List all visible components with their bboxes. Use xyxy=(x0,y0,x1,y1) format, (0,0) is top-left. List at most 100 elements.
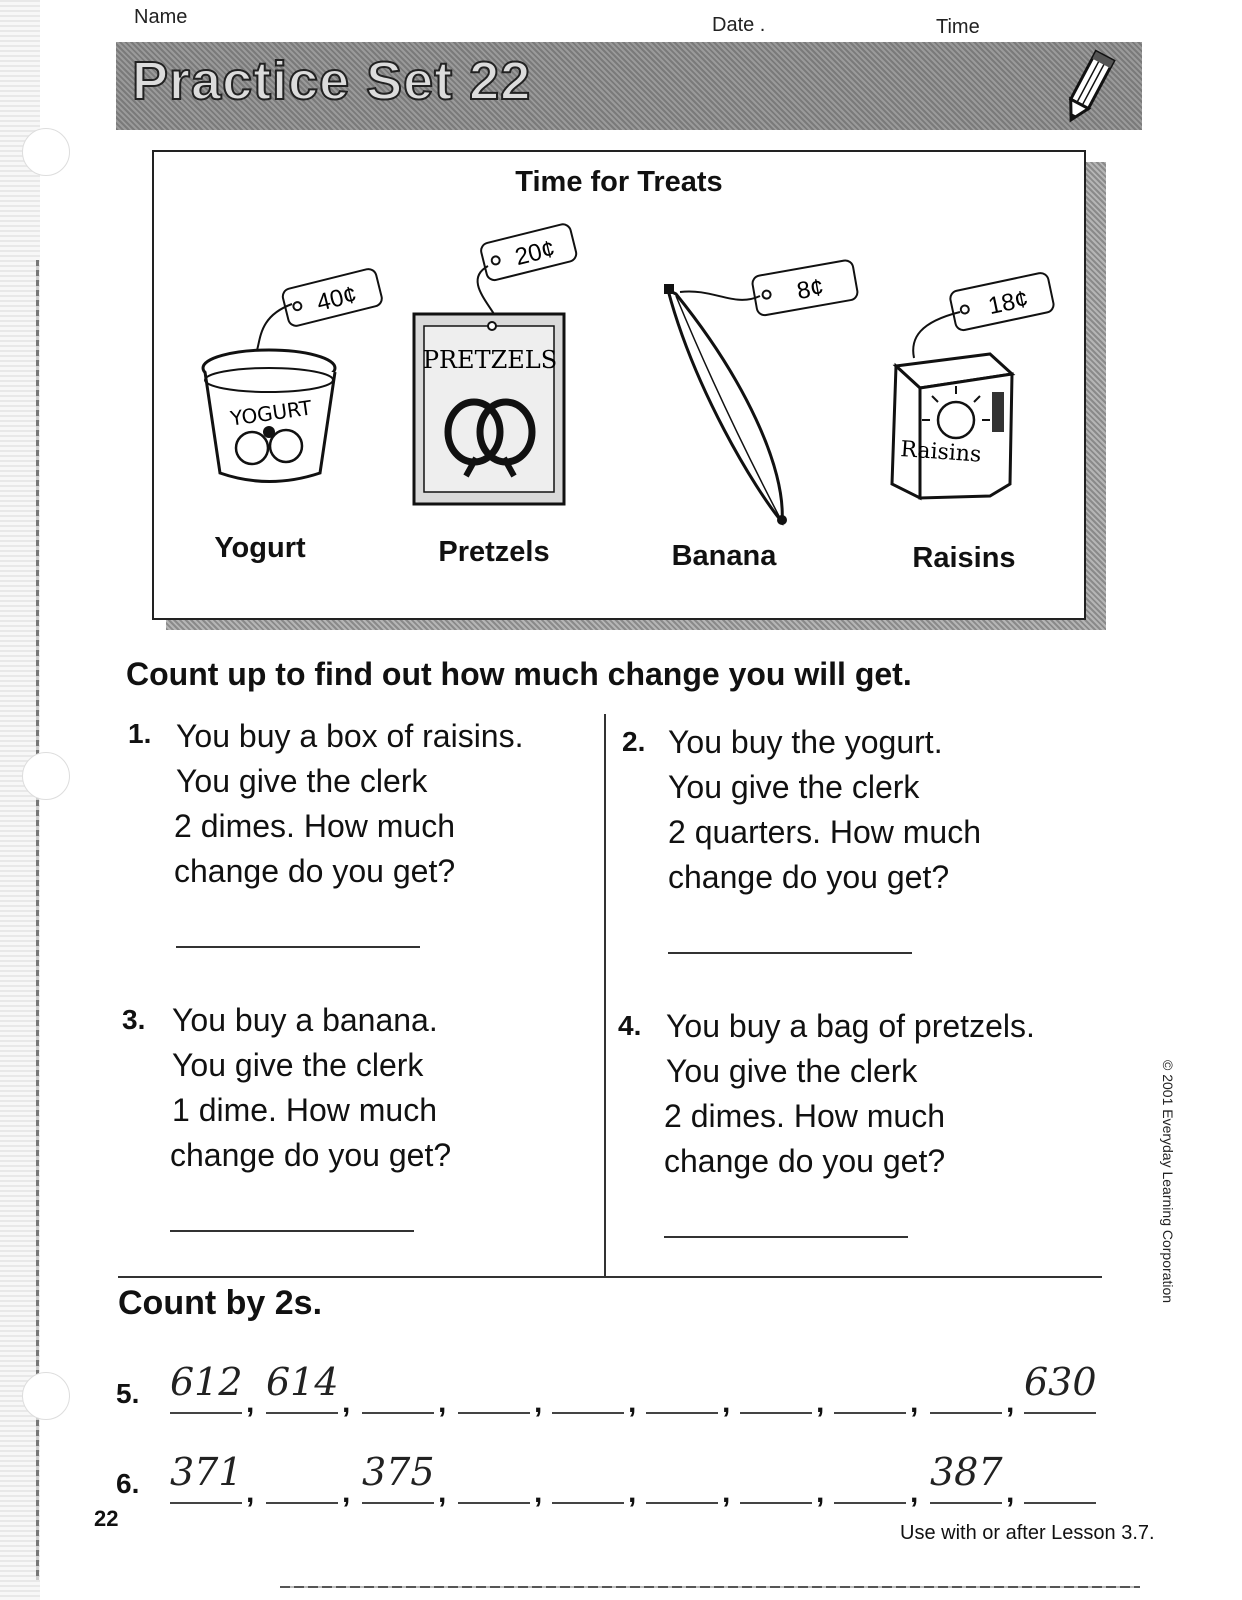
sequence-comma: , xyxy=(816,1476,825,1509)
sequence-underline xyxy=(170,1412,242,1414)
sequence-underline xyxy=(1024,1412,1096,1414)
sequence-comma: , xyxy=(438,1476,447,1509)
banana-price: 8¢ xyxy=(795,274,826,305)
treats-box: Time for Treats 40¢ YOGURT 20¢ PRETZELS xyxy=(152,150,1086,620)
question-line: You buy the yogurt. xyxy=(668,724,943,760)
sequence-comma: , xyxy=(534,1476,543,1509)
sequence-underline xyxy=(834,1502,906,1504)
sequence-comma: , xyxy=(816,1386,825,1419)
item-name-yogurt: Yogurt xyxy=(214,532,306,564)
sequence-underline xyxy=(834,1412,906,1414)
sequence-value: 371 xyxy=(170,1450,243,1494)
sequence-comma: , xyxy=(722,1386,731,1419)
question-line: You buy a box of raisins. xyxy=(176,718,524,754)
yogurt-icon: 40¢ YOGURT xyxy=(201,268,383,483)
instruction: Count up to find out how much change you… xyxy=(126,656,912,692)
sequence-underline xyxy=(1024,1502,1096,1504)
scan-margin-line xyxy=(36,260,39,1580)
question-line: change do you get? xyxy=(668,859,950,895)
sequence-comma: , xyxy=(1006,1386,1015,1419)
question-line: change do you get? xyxy=(170,1137,452,1173)
question-line: 1 dime. How much xyxy=(172,1092,437,1128)
sequence-value: 614 xyxy=(266,1360,339,1404)
question-line: change do you get? xyxy=(174,853,456,889)
pencil-icon xyxy=(1058,48,1118,128)
sequence-value: 375 xyxy=(362,1450,435,1494)
sequence-underline xyxy=(458,1502,530,1504)
sequence-comma: , xyxy=(342,1386,351,1419)
question-line: You give the clerk xyxy=(172,1047,424,1083)
binder-hole-top xyxy=(22,128,70,176)
sequence-comma: , xyxy=(628,1386,637,1419)
question-divider-vertical xyxy=(604,714,606,1276)
sequence-value: 612 xyxy=(170,1360,243,1404)
item-name-raisins: Raisins xyxy=(912,542,1016,574)
banner-title: Practice Set 22 xyxy=(131,50,532,112)
scan-edge xyxy=(0,0,40,1600)
time-label: Time xyxy=(936,16,980,38)
page-number: 22 xyxy=(94,1506,119,1531)
item-name-banana: Banana xyxy=(671,540,777,572)
practice-set-banner: Practice Set 22 xyxy=(116,42,1142,130)
answer-line[interactable] xyxy=(664,1236,908,1238)
sequence-comma: , xyxy=(910,1386,919,1419)
section-divider xyxy=(118,1276,1102,1278)
sequence-comma: , xyxy=(438,1386,447,1419)
question-line: 2 dimes. How much xyxy=(664,1098,945,1134)
date-label: Date . xyxy=(712,14,766,36)
question-line: You give the clerk xyxy=(176,763,428,799)
question-line: You buy a banana. xyxy=(172,1002,438,1038)
binder-hole-middle xyxy=(22,752,70,800)
lesson-footer: Use with or after Lesson 3.7. xyxy=(900,1522,1155,1544)
sequence-underline xyxy=(740,1412,812,1414)
raisins-label: Raisins xyxy=(900,437,983,468)
answer-line[interactable] xyxy=(668,952,912,954)
sequence-number: 6. xyxy=(116,1468,140,1499)
question-number: 2. xyxy=(622,726,646,757)
banana-icon: 8¢ xyxy=(664,259,859,526)
question-number: 4. xyxy=(618,1010,642,1041)
question-line: You buy a bag of pretzels. xyxy=(666,1008,1035,1044)
sequence-comma: , xyxy=(246,1476,255,1509)
sequence-underline xyxy=(266,1412,338,1414)
raisins-icon: 18¢ Raisins xyxy=(890,272,1055,501)
sequence-comma: , xyxy=(534,1386,543,1419)
binder-hole-bottom xyxy=(22,1372,70,1420)
sequence-comma: , xyxy=(246,1386,255,1419)
sequence-underline xyxy=(362,1502,434,1504)
question-line: change do you get? xyxy=(664,1143,946,1179)
sequence-underline xyxy=(740,1502,812,1504)
question-line: 2 quarters. How much xyxy=(668,814,982,850)
question-line: You give the clerk xyxy=(666,1053,918,1089)
answer-line[interactable] xyxy=(170,1230,414,1232)
sequence-underline xyxy=(646,1412,718,1414)
sequence-comma: , xyxy=(628,1476,637,1509)
question-number: 3. xyxy=(122,1004,146,1035)
item-name-pretzels: Pretzels xyxy=(438,536,550,568)
treats-title: Time for Treats xyxy=(515,166,723,198)
pretzels-icon: 20¢ PRETZELS xyxy=(412,223,578,506)
sequence-comma: , xyxy=(342,1476,351,1509)
sequence-comma: , xyxy=(722,1476,731,1509)
answer-line[interactable] xyxy=(176,946,420,948)
sequence-comma: , xyxy=(1006,1476,1015,1509)
sequence-comma: , xyxy=(910,1476,919,1509)
sequence-underline xyxy=(458,1412,530,1414)
pretzels-label: PRETZELS xyxy=(423,346,557,374)
sequence-number: 5. xyxy=(116,1378,140,1409)
copyright-notice: © 2001 Everyday Learning Corporation xyxy=(1160,1060,1176,1304)
sequence-underline xyxy=(170,1502,242,1504)
sequence-underline xyxy=(646,1502,718,1504)
question-line: You give the clerk xyxy=(668,769,920,805)
scan-bottom-line xyxy=(280,1586,1140,1588)
sequence-underline xyxy=(552,1502,624,1504)
sequence-underline xyxy=(930,1502,1002,1504)
name-label: Name xyxy=(134,6,188,28)
sequence-underline xyxy=(552,1412,624,1414)
sequence-value: 630 xyxy=(1024,1360,1097,1404)
sequence-underline xyxy=(266,1502,338,1504)
question-number: 1. xyxy=(128,718,152,749)
sequence-underline xyxy=(362,1412,434,1414)
count-section-title: Count by 2s. xyxy=(118,1284,323,1322)
sequence-value: 387 xyxy=(930,1450,1003,1494)
